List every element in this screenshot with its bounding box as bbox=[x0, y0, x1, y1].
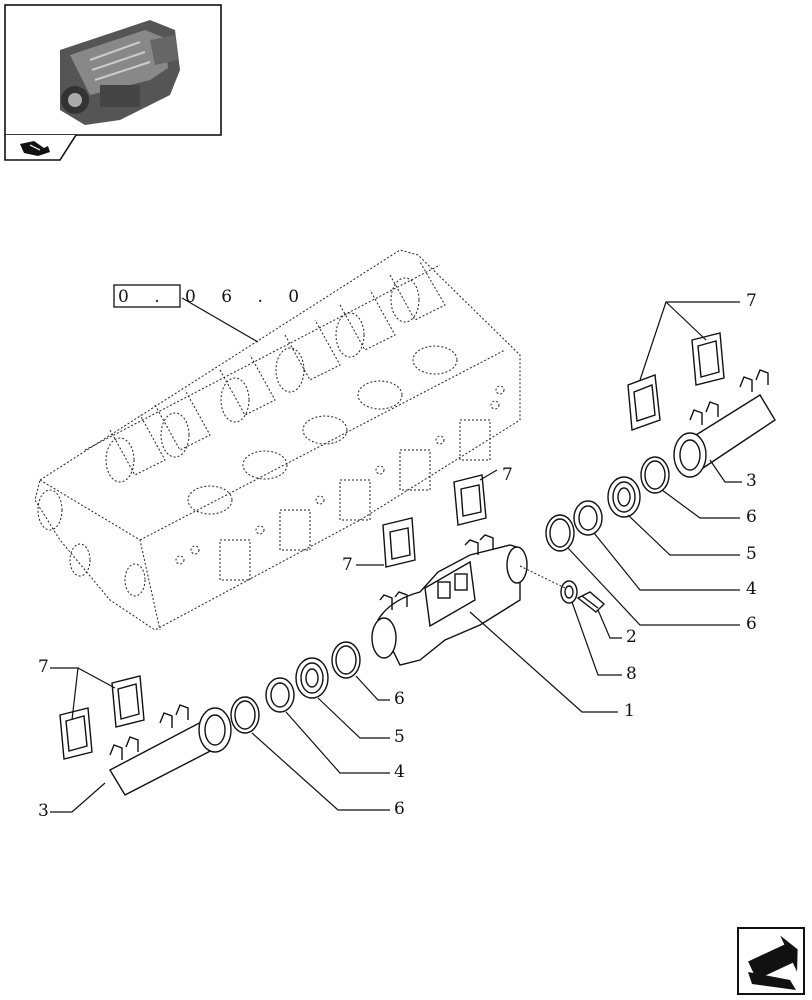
callout-2-bolt: 2 bbox=[626, 627, 637, 647]
exhaust-pipe-left[interactable] bbox=[109, 704, 232, 796]
callout-6-left-outer: 6 bbox=[394, 799, 405, 819]
gasket-left-upper[interactable] bbox=[111, 675, 145, 728]
gasket-right-lower[interactable] bbox=[627, 374, 661, 431]
catalog-book-icon bbox=[20, 141, 50, 156]
callout-6-left-inner: 6 bbox=[394, 689, 405, 709]
callout-4-left: 4 bbox=[394, 762, 405, 782]
next-page-button[interactable] bbox=[737, 927, 806, 995]
leader-lines bbox=[50, 301, 742, 813]
callout-7-left: 7 bbox=[38, 657, 49, 677]
sleeve-left[interactable] bbox=[265, 677, 295, 713]
engine-thumbnail-icon bbox=[60, 20, 180, 125]
engine-thumbnail[interactable] bbox=[4, 4, 222, 136]
gasket-right-upper[interactable] bbox=[691, 332, 725, 386]
callout-8-bush: 8 bbox=[626, 664, 637, 684]
clamp-left-outer[interactable] bbox=[230, 696, 260, 734]
callout-6-right-outer: 6 bbox=[746, 507, 757, 527]
callout-5-left: 5 bbox=[394, 727, 405, 747]
clamp-left-inner[interactable] bbox=[331, 641, 361, 679]
catalog-tab[interactable] bbox=[4, 134, 77, 161]
next-page-arrow-icon bbox=[748, 935, 798, 990]
callout-7-center-left: 7 bbox=[342, 555, 353, 575]
callout-labels: 7 3 6 5 4 6 7 7 2 8 1 6 5 4 6 7 3 bbox=[38, 291, 757, 821]
callout-5-right: 5 bbox=[746, 544, 757, 564]
gasket-left-lower[interactable] bbox=[59, 707, 93, 760]
exhaust-manifold-center[interactable] bbox=[371, 534, 528, 666]
bolt[interactable] bbox=[576, 591, 606, 613]
reference-code: 0 . 0 6 . 0 bbox=[118, 287, 309, 307]
gasket-center-left[interactable] bbox=[382, 517, 416, 568]
sealing-ring-left[interactable] bbox=[295, 657, 329, 699]
gasket-center-right[interactable] bbox=[453, 474, 487, 526]
sleeve-right[interactable] bbox=[573, 500, 603, 536]
callout-6-right-inner: 6 bbox=[746, 614, 757, 634]
exhaust-pipe-right[interactable] bbox=[673, 369, 776, 478]
callout-7-top-right: 7 bbox=[746, 291, 757, 311]
bush[interactable] bbox=[560, 580, 578, 604]
callout-3-left: 3 bbox=[38, 801, 49, 821]
callout-3-right: 3 bbox=[746, 471, 757, 491]
callout-1-manifold: 1 bbox=[624, 701, 635, 721]
cylinder-head bbox=[34, 249, 521, 631]
clamp-right-inner[interactable] bbox=[545, 514, 575, 552]
reference-box[interactable]: 0 . 0 6 . 0 bbox=[113, 284, 309, 343]
callout-7-center-right: 7 bbox=[502, 465, 513, 485]
clamp-right-outer[interactable] bbox=[640, 456, 670, 494]
sealing-ring-right[interactable] bbox=[607, 476, 641, 518]
callout-4-right: 4 bbox=[746, 579, 757, 599]
